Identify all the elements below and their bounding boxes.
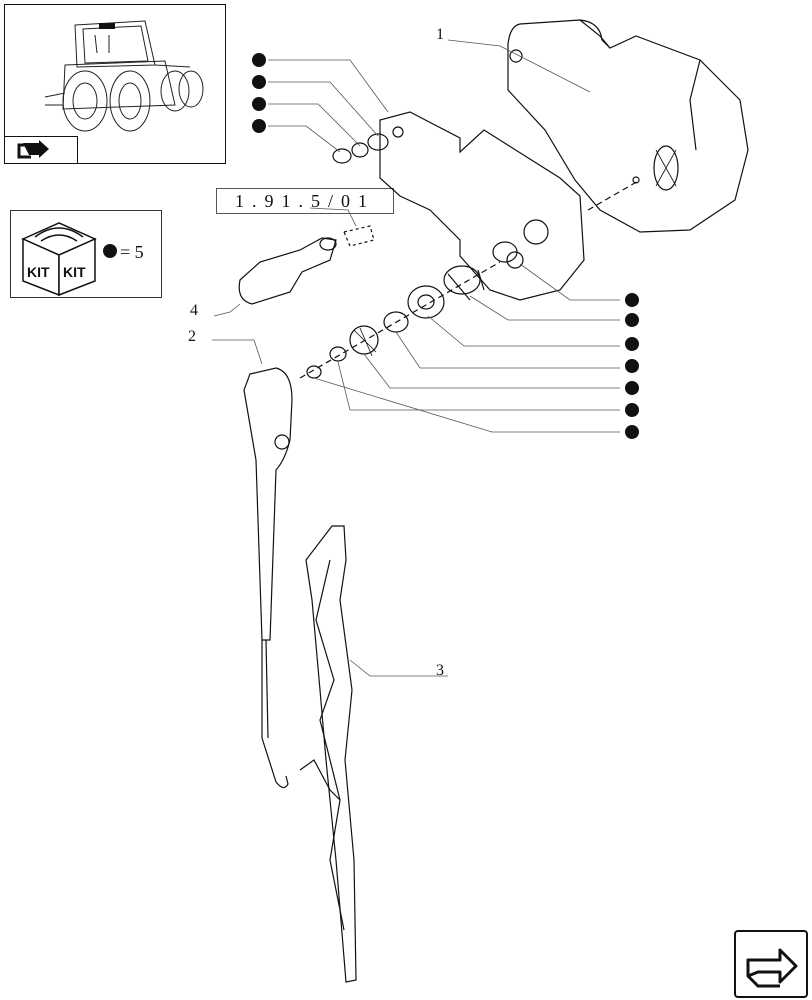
shaft (238, 237, 337, 305)
kit-marker (252, 53, 266, 67)
kit-quantity: = 5 (120, 242, 144, 262)
forward-nav-button[interactable] (734, 930, 808, 998)
kit-marker (625, 313, 639, 327)
arrow-forward-icon (746, 948, 798, 988)
wiper-arm (243, 367, 293, 641)
kit-legend: KIT KIT (10, 210, 162, 298)
reference-code[interactable]: 1.91.5/01 (216, 188, 394, 214)
callout-arm: 2 (188, 328, 196, 345)
kit-marker-icon (103, 244, 117, 258)
kit-marker (625, 403, 639, 417)
kit-box-icon: KIT KIT (21, 222, 117, 297)
bracket-plate (379, 111, 585, 301)
arrow-back-icon (17, 140, 49, 159)
tractor-illustration (44, 20, 204, 132)
callout-motor: 1 (436, 26, 444, 43)
kit-marker (252, 97, 266, 111)
motor-bolt (509, 49, 523, 63)
motor-housing (507, 19, 749, 233)
motor-gear (653, 145, 679, 191)
back-nav-button[interactable] (4, 136, 78, 164)
wiper-blade (305, 525, 357, 983)
kit-marker (625, 293, 639, 307)
kit-marker (625, 359, 639, 373)
kit-marker (625, 425, 639, 439)
kit-marker (252, 119, 266, 133)
kit-marker (625, 337, 639, 351)
kit-label-left: KIT (27, 264, 50, 280)
kit-marker (625, 381, 639, 395)
callout-blade: 3 (436, 662, 444, 679)
callout-shaft: 4 (190, 302, 198, 319)
kit-label-right: KIT (63, 264, 86, 280)
kit-marker (252, 75, 266, 89)
